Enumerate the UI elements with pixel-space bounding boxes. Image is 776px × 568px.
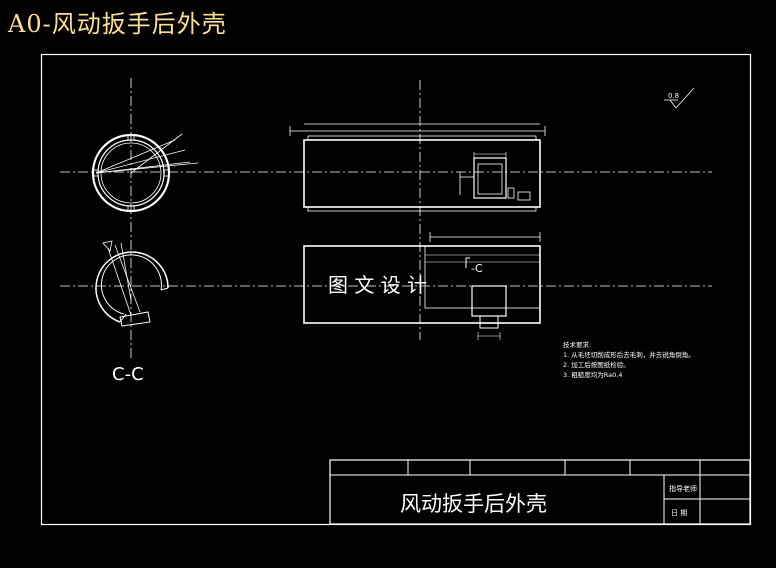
roughness-value: 0.8 [668,92,679,100]
front-view-bottom [303,232,541,340]
technical-requirements: 技术要求: 1. 从毛坯切削成形后去毛刺，并去锐角倒角。 2. 加工后按图纸检验… [563,340,695,379]
title-block [329,459,751,525]
title-block-advisor: 指导老师 [669,484,697,493]
tech-req-item: 1. 从毛坯切削成形后去毛刺，并去锐角倒角。 [563,350,695,359]
section-cc-view [95,240,169,327]
tech-req-heading: 技术要求: [563,340,591,349]
title-block-date: 日 期 [671,509,687,517]
cutting-plane-label: -C [471,262,483,275]
page-title: A0-风动扳手后外壳 [8,10,227,38]
left-ring-view [91,133,199,213]
watermark-text: 图 文 设 计 [328,273,427,297]
roughness-symbol [664,87,695,109]
tech-req-item: 3. 粗糙度均为Ra0.4 [563,370,622,379]
section-label: C-C [112,364,144,385]
tech-req-item: 2. 加工后按图纸检验。 [563,360,630,369]
front-view-top [289,123,546,212]
title-block-part-name: 风动扳手后外壳 [400,492,547,516]
